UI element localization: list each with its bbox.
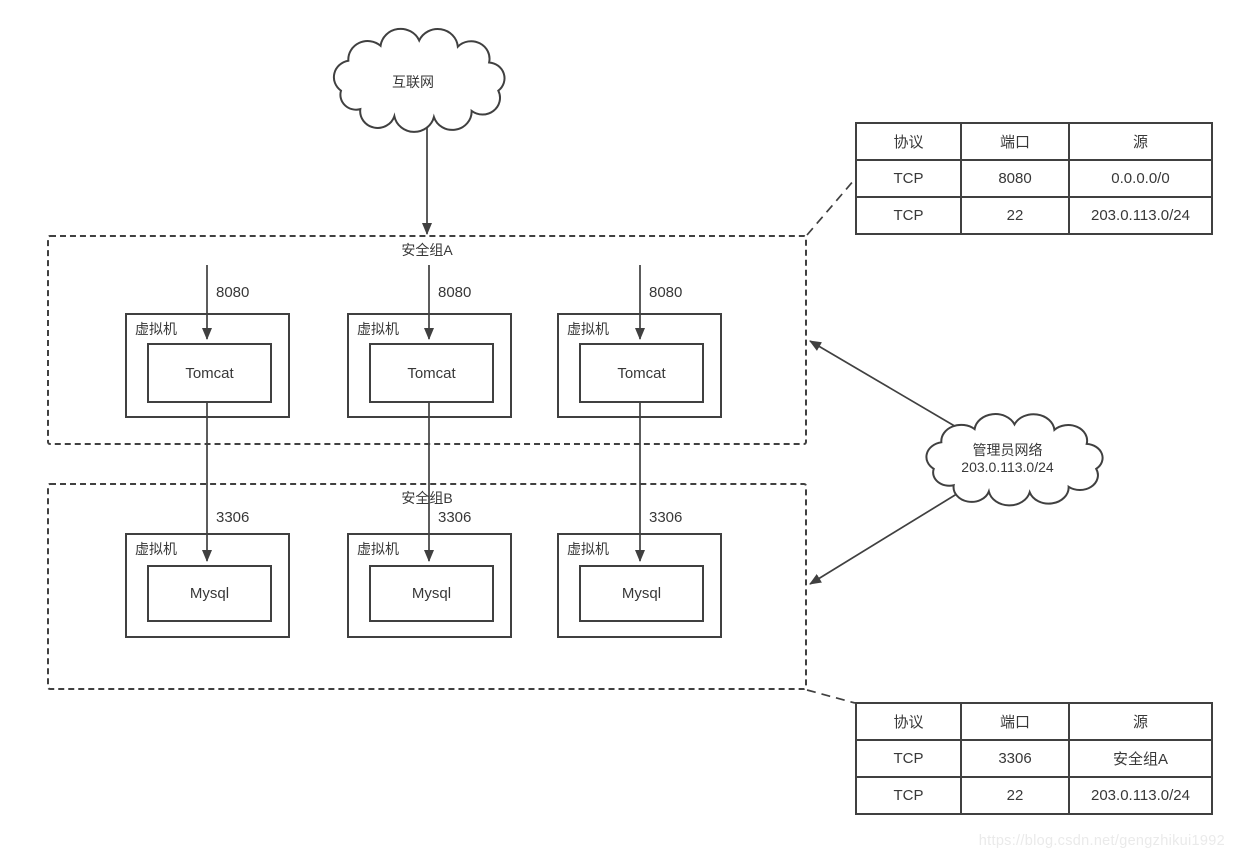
cell-protocol: TCP — [855, 739, 962, 778]
cell-port: 8080 — [960, 159, 1070, 198]
mysql-box-3: Mysql — [579, 565, 704, 622]
rule-table-a-row-1: TCP 8080 0.0.0.0/0 — [855, 159, 1213, 198]
tomcat-box-1: Tomcat — [147, 343, 272, 403]
vm-tomcat-3-label: 虚拟机 — [567, 321, 609, 337]
tomcat-box-3: Tomcat — [579, 343, 704, 403]
vm-mysql-2: 虚拟机 Mysql — [347, 533, 512, 638]
mysql-box-2: Mysql — [369, 565, 494, 622]
cell-protocol: TCP — [855, 196, 962, 235]
port-label-8080-3: 8080 — [649, 284, 683, 301]
vm-tomcat-1-label: 虚拟机 — [135, 321, 177, 337]
cell-source: 0.0.0.0/0 — [1068, 159, 1213, 198]
tomcat-box-2: Tomcat — [369, 343, 494, 403]
port-label-3306-2: 3306 — [438, 509, 472, 526]
port-label-8080-2: 8080 — [438, 284, 472, 301]
vm-mysql-1-label: 虚拟机 — [135, 541, 177, 557]
cell-protocol: TCP — [855, 776, 962, 815]
port-label-3306-3: 3306 — [649, 509, 683, 526]
vm-mysql-3: 虚拟机 Mysql — [557, 533, 722, 638]
cell-port: 3306 — [960, 739, 1070, 778]
rule-table-b-row-1: TCP 3306 安全组A — [855, 739, 1213, 778]
security-group-b-label: 安全组B — [401, 490, 453, 506]
vm-tomcat-2: 虚拟机 Tomcat — [347, 313, 512, 418]
vm-mysql-3-label: 虚拟机 — [567, 541, 609, 557]
admin-cloud-cidr: 203.0.113.0/24 — [961, 459, 1054, 475]
cell-port: 22 — [960, 776, 1070, 815]
header-port: 端口 — [960, 702, 1070, 741]
security-group-a-label: 安全组A — [401, 242, 453, 258]
header-source: 源 — [1068, 702, 1213, 741]
arrow-admin-to-sg-b — [809, 491, 961, 585]
link-sg-a-to-table — [806, 178, 856, 236]
arrow-admin-to-sg-a — [809, 340, 959, 429]
admin-cloud-name: 管理员网络 — [972, 442, 1043, 458]
header-protocol: 协议 — [855, 702, 962, 741]
cell-source: 203.0.113.0/24 — [1068, 196, 1213, 235]
port-label-8080-1: 8080 — [216, 284, 250, 301]
watermark: https://blog.csdn.net/gengzhikui1992 — [978, 833, 1225, 849]
port-label-3306-1: 3306 — [216, 509, 250, 526]
internet-cloud-label: 互联网 — [392, 74, 434, 90]
vm-mysql-2-label: 虚拟机 — [357, 541, 399, 557]
vm-tomcat-2-label: 虚拟机 — [357, 321, 399, 337]
security-group-b: 安全组B — [47, 483, 807, 690]
cell-protocol: TCP — [855, 159, 962, 198]
admin-cloud-label: 管理员网络 203.0.113.0/24 — [910, 442, 1105, 476]
cell-source: 安全组A — [1068, 739, 1213, 778]
link-sg-b-to-table — [806, 689, 856, 704]
header-port: 端口 — [960, 122, 1070, 161]
rule-table-a-row-2: TCP 22 203.0.113.0/24 — [855, 196, 1213, 235]
vm-tomcat-1: 虚拟机 Tomcat — [125, 313, 290, 418]
header-protocol: 协议 — [855, 122, 962, 161]
security-group-a: 安全组A — [47, 235, 807, 445]
vm-mysql-1: 虚拟机 Mysql — [125, 533, 290, 638]
rule-table-sg-b: 协议 端口 源 TCP 3306 安全组A TCP 22 203.0.113.0… — [855, 702, 1213, 815]
header-source: 源 — [1068, 122, 1213, 161]
rule-table-b-row-2: TCP 22 203.0.113.0/24 — [855, 776, 1213, 815]
cell-port: 22 — [960, 196, 1070, 235]
rule-table-a-header-row: 协议 端口 源 — [855, 122, 1213, 161]
mysql-box-1: Mysql — [147, 565, 272, 622]
rule-table-b-header-row: 协议 端口 源 — [855, 702, 1213, 741]
vm-tomcat-3: 虚拟机 Tomcat — [557, 313, 722, 418]
rule-table-sg-a: 协议 端口 源 TCP 8080 0.0.0.0/0 TCP 22 203.0.… — [855, 122, 1213, 235]
cell-source: 203.0.113.0/24 — [1068, 776, 1213, 815]
